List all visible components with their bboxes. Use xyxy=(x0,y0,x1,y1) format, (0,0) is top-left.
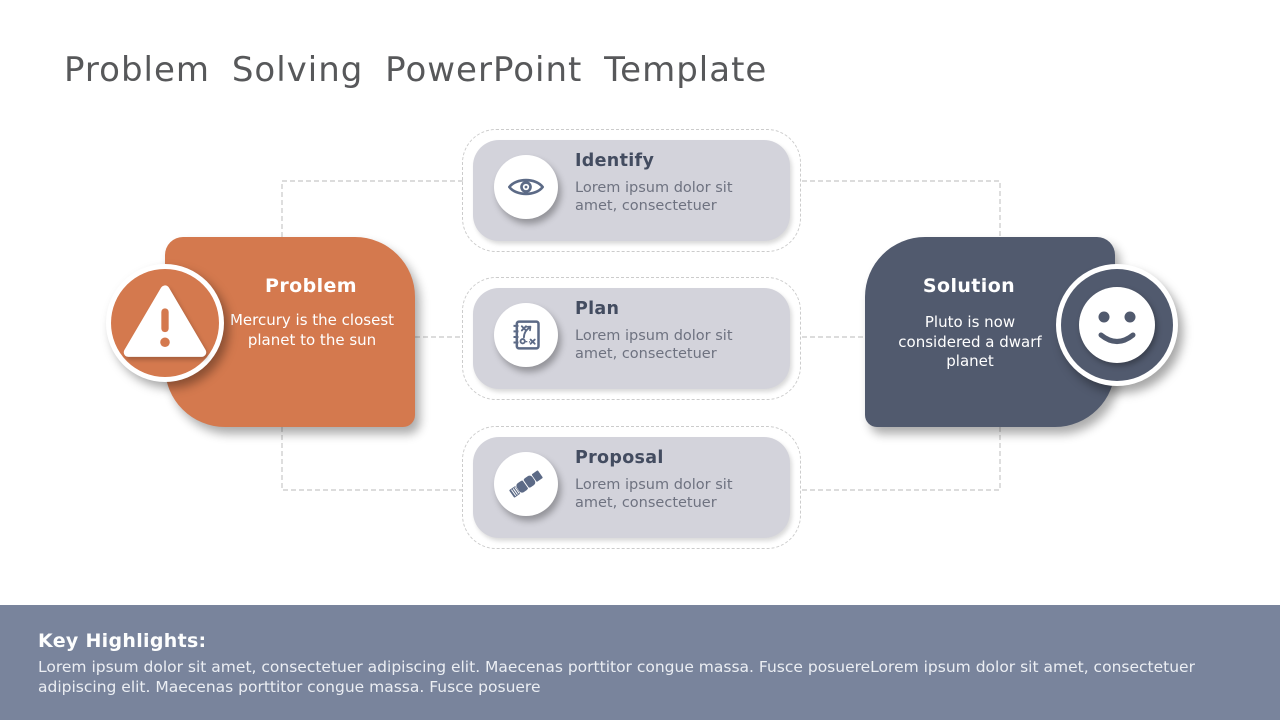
page-title: Problem Solving PowerPoint Template xyxy=(64,50,768,90)
key-highlights-heading: Key Highlights: xyxy=(38,630,207,652)
identify-badge xyxy=(494,155,558,219)
strategy-map-icon xyxy=(513,320,540,350)
solution-badge-circle xyxy=(1061,269,1173,381)
handshake-icon xyxy=(509,470,543,498)
proposal-description: Lorem ipsum dolor sit amet, consectetuer xyxy=(575,477,733,511)
plan-description: Lorem ipsum dolor sit amet, consectetuer xyxy=(575,328,733,362)
problem-card-description: Mercury is the closest planet to the sun xyxy=(229,311,395,349)
plan-badge xyxy=(494,303,558,367)
plan-title: Plan xyxy=(575,299,620,319)
step-card-plan: Plan Lorem ipsum dolor sit amet, consect… xyxy=(462,277,801,400)
identify-description: Lorem ipsum dolor sit amet, consectetuer xyxy=(575,180,733,214)
problem-badge-circle xyxy=(111,269,219,377)
proposal-title: Proposal xyxy=(575,448,664,468)
proposal-badge xyxy=(494,452,558,516)
key-highlights-section: Key Highlights: Lorem ipsum dolor sit am… xyxy=(0,605,1280,720)
step-card-proposal: Proposal Lorem ipsum dolor sit amet, con… xyxy=(462,426,801,549)
smiley-face-icon xyxy=(1079,287,1155,363)
solution-card-description: Pluto is now considered a dwarf planet xyxy=(898,313,1042,370)
solution-card-title: Solution xyxy=(922,275,1016,297)
identify-title: Identify xyxy=(575,151,655,171)
step-card-identify: Identify Lorem ipsum dolor sit amet, con… xyxy=(462,129,801,252)
key-highlights-text: Lorem ipsum dolor sit amet, consectetuer… xyxy=(38,658,1195,696)
problem-badge xyxy=(106,264,224,382)
solution-badge xyxy=(1056,264,1178,386)
warning-triangle-icon xyxy=(123,285,207,357)
eye-icon xyxy=(508,178,544,196)
problem-card-title: Problem xyxy=(265,275,357,297)
